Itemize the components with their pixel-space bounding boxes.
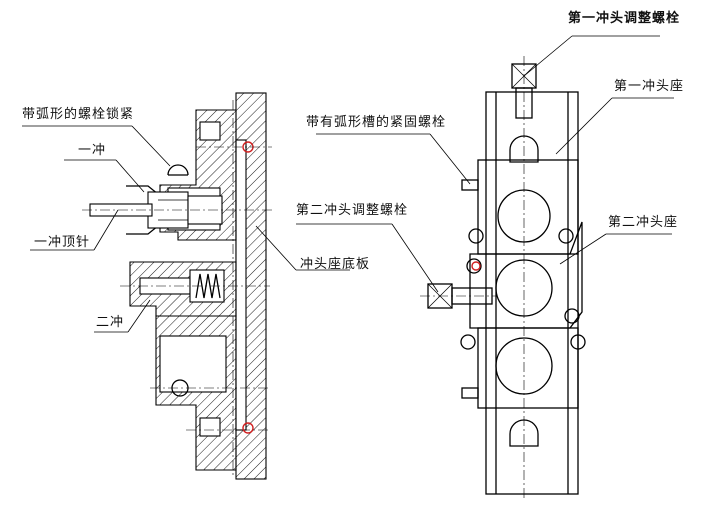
leader-lines [22, 35, 674, 333]
label-first-punch-ejector: 一冲顶针 [34, 235, 91, 250]
first-seat-circle [497, 189, 551, 243]
bolt-mark-bottom [242, 422, 254, 434]
second-punch-seat [469, 221, 583, 329]
label-arc-bolt-lock: 带弧形的螺栓锁紧 [22, 107, 135, 122]
spring-icon [195, 273, 221, 299]
label-second-punch: 二冲 [96, 315, 125, 330]
front-base-plate [485, 91, 579, 495]
label-first-punch-adjust-bolt: 第一冲头调整螺栓 [568, 11, 681, 26]
label-arc-slot-fastening-bolt: 带有弧形槽的紧固螺栓 [306, 115, 447, 130]
label-second-punch-seat: 第二冲头座 [608, 215, 679, 230]
bottom-slot-bolt [509, 419, 539, 447]
label-punch-seat-base-plate: 冲头座底板 [300, 257, 371, 272]
label-second-punch-adjust-bolt: 第二冲头调整螺栓 [296, 203, 409, 218]
upper-housing-step [199, 121, 221, 141]
lower-housing-cavity [159, 335, 227, 393]
lower-seat [477, 327, 579, 409]
base-plate-inner-strip [235, 139, 247, 431]
front-view [420, 56, 586, 500]
first-punch-seat [477, 159, 579, 255]
top-slot-bolt [509, 135, 539, 163]
label-first-punch-seat: 第一冲头座 [614, 79, 685, 94]
section-view [82, 92, 275, 480]
label-first-punch: 一冲 [78, 143, 107, 158]
